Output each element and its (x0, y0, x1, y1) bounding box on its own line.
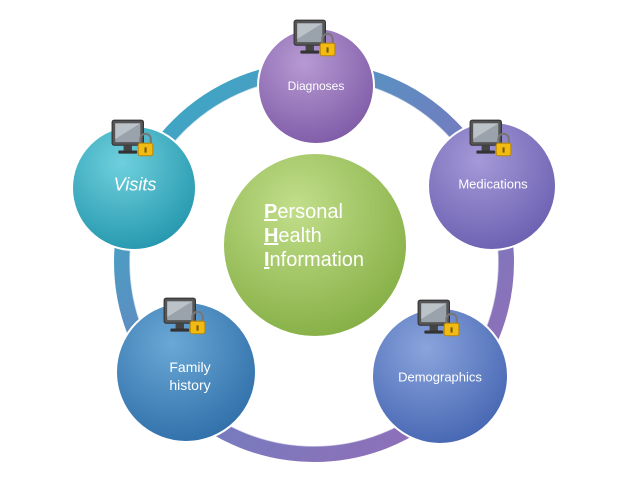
center-initial-i: I (263, 249, 270, 271)
center-word-3: nformation (269, 249, 365, 271)
center-word-1: ersonal (277, 201, 343, 223)
center-word-2: ealth (278, 225, 322, 247)
family-history-line2: history (169, 377, 211, 393)
family-history-label: Family history (169, 358, 210, 394)
demographics-label: Demographics (398, 369, 482, 385)
medications-label: Medications (458, 176, 528, 192)
family-history-line1: Family (169, 359, 211, 375)
center-circle (222, 152, 408, 338)
center-title: Personal Health Information (264, 200, 364, 272)
visits-label: Visits (113, 174, 157, 195)
diagnoses-label: Diagnoses (287, 79, 345, 93)
center-initial-h: H (263, 225, 279, 247)
center-initial-p: P (263, 201, 278, 223)
